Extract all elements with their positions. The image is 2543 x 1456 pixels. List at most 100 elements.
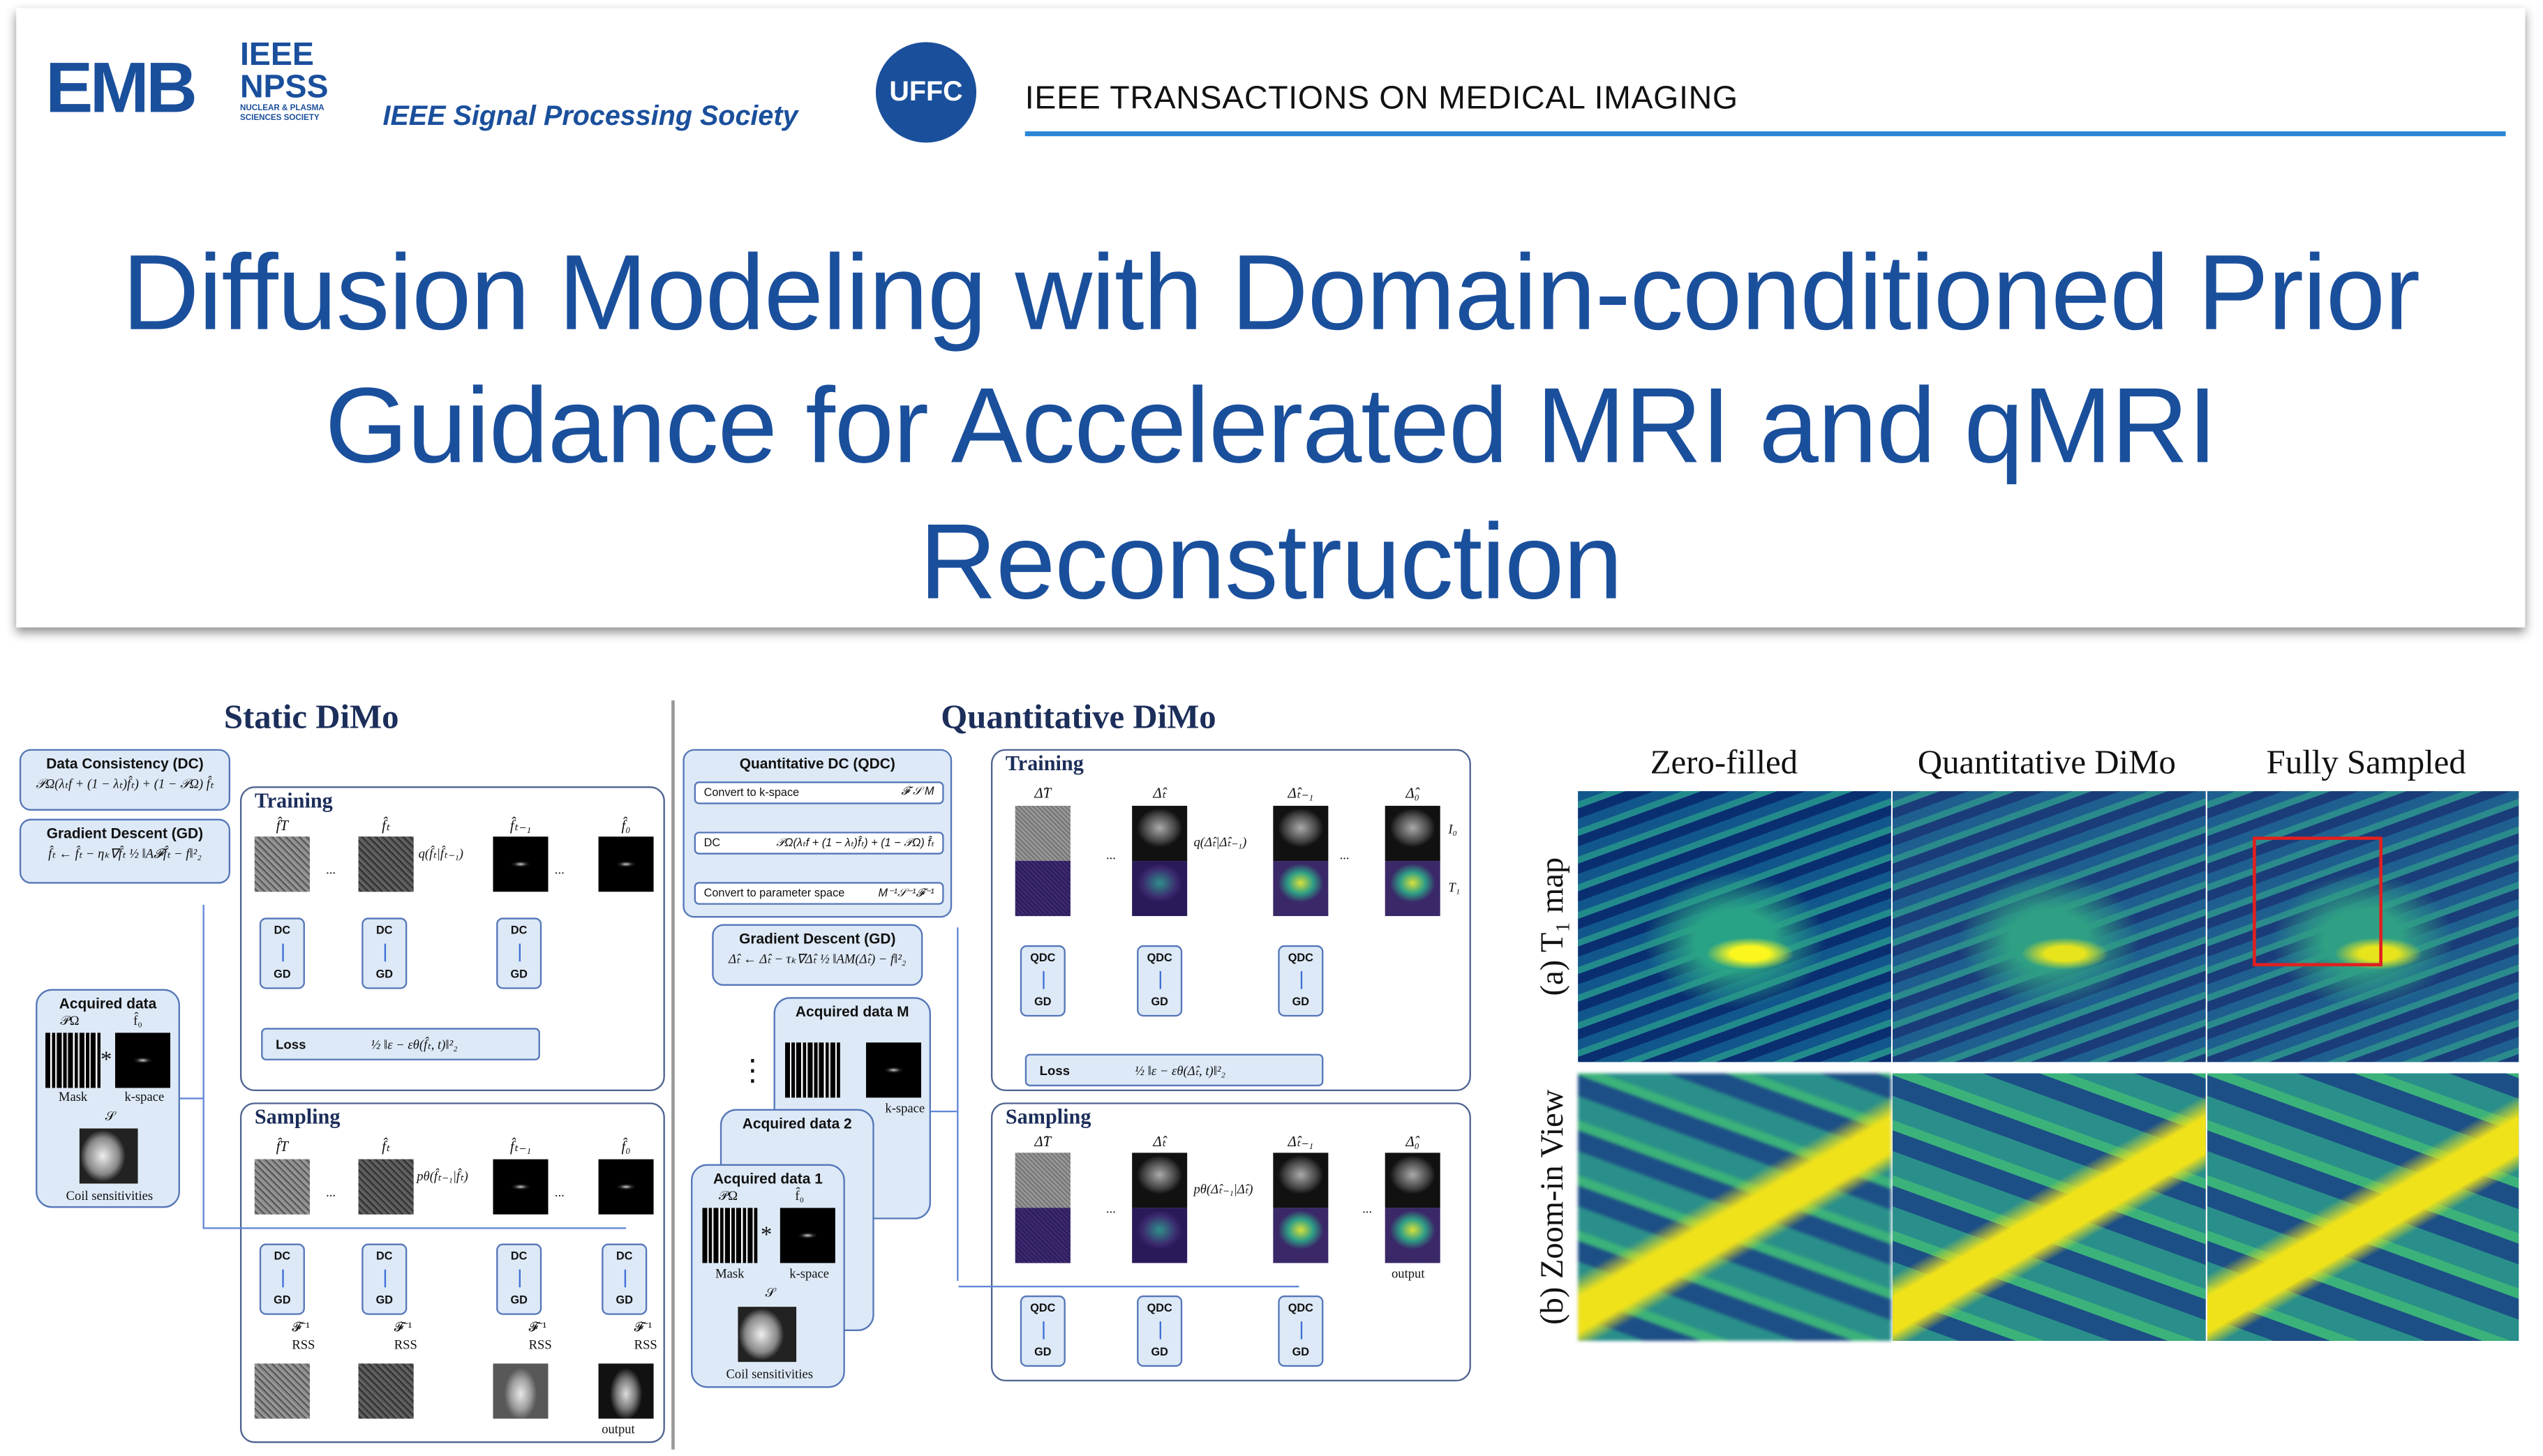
reverse-process-label: pθ(f̂ₜ₋₁|f̂ₜ) bbox=[417, 1169, 468, 1184]
image-t1-pair bbox=[1273, 806, 1329, 917]
intensity-image bbox=[1273, 806, 1329, 862]
acquired-data-label: Acquired data M bbox=[795, 1003, 909, 1020]
reconstruction-image bbox=[254, 1363, 310, 1419]
kspace-caption: k-space bbox=[124, 1089, 165, 1104]
loss-label: Loss bbox=[1039, 1063, 1071, 1078]
mask-symbol: 𝒫Ω bbox=[60, 1013, 80, 1028]
dc-formula: 𝒫Ω(λₜf + (1 − λₜ)f̂ₜ) + (1 − 𝒫Ω) f̂ₜ bbox=[36, 776, 214, 792]
inverse-rss-label: 𝓕⁻¹ RSS bbox=[634, 1318, 657, 1353]
loss-box: Loss ½ ‖ε − εθ(Δ̂ₜ, t)‖²₂ bbox=[1024, 1053, 1324, 1087]
sampling-label: Sampling bbox=[1005, 1104, 1091, 1129]
forward-process-label: q(f̂ₜ|f̂ₜ₋₁) bbox=[418, 846, 463, 862]
kspace-caption: k-space bbox=[789, 1266, 830, 1281]
noise-image bbox=[254, 836, 310, 892]
arrow-icon bbox=[282, 943, 284, 962]
block-label: GD bbox=[616, 1295, 633, 1307]
ellipsis: ... bbox=[326, 862, 336, 878]
ellipsis: ... bbox=[1339, 848, 1350, 863]
ellipsis: ... bbox=[1105, 848, 1116, 863]
sps-logo: IEEE Signal Processing Society bbox=[382, 100, 798, 132]
block-label: GD bbox=[1292, 1347, 1310, 1359]
gd-label: Gradient Descent (GD) bbox=[739, 930, 896, 947]
arrow-icon bbox=[384, 943, 387, 962]
journal-rule bbox=[1024, 131, 2506, 137]
coil-caption: Coil sensitivities bbox=[726, 1367, 813, 1382]
block-label: QDC bbox=[1147, 953, 1172, 965]
column-header-quant-dimo: Quantitative DiMo bbox=[1917, 742, 2176, 782]
kspace-image bbox=[598, 836, 654, 892]
zoom-fully-sampled bbox=[2207, 1073, 2519, 1341]
inverse-rss-text: RSS bbox=[634, 1337, 657, 1353]
mask-symbol: 𝒫Ω bbox=[718, 1188, 738, 1203]
acquired-data-m-box: Acquired data M k-space bbox=[773, 997, 931, 1219]
reconstruction-image bbox=[493, 1363, 549, 1419]
gd-label: Gradient Descent (GD) bbox=[46, 825, 204, 842]
image-label: Δ̂T bbox=[1034, 1133, 1052, 1150]
ellipsis: ... bbox=[1105, 1201, 1116, 1216]
t1-image bbox=[1385, 861, 1440, 917]
loss-label: Loss bbox=[276, 1037, 306, 1052]
step-label: DC bbox=[703, 837, 721, 849]
quant-gd-definition-box: Gradient Descent (GD) Δ̂ₜ ← Δ̂ₜ − τₖ∇Δ̂ₜ… bbox=[712, 924, 923, 986]
block-label: DC bbox=[616, 1252, 633, 1263]
block-label: QDC bbox=[1288, 1303, 1313, 1315]
inverse-rss-text: 𝓕⁻¹ bbox=[292, 1319, 310, 1335]
image-label: Δ̂ₜ bbox=[1153, 784, 1166, 802]
zoom-quant-dimo bbox=[1893, 1073, 2206, 1341]
qdc-definition-box: Quantitative DC (QDC) Convert to k-space… bbox=[683, 749, 953, 918]
arrow-icon bbox=[1159, 1321, 1161, 1339]
kspace-image bbox=[598, 1159, 654, 1215]
image-label: Δ̂₀ bbox=[1405, 1133, 1419, 1150]
header-card bbox=[16, 8, 2526, 628]
intensity-image bbox=[1273, 1153, 1329, 1208]
block-label: GD bbox=[375, 969, 393, 982]
image-t1-pair bbox=[1015, 1153, 1071, 1263]
kspace-caption: k-space bbox=[885, 1100, 925, 1116]
gd-formula: f̂ₜ ← f̂ₜ − ηₖ∇f̂ₜ ½ ‖A𝓕f̂ₜ − f‖²₂ bbox=[48, 846, 202, 862]
training-label: Training bbox=[1005, 751, 1084, 775]
journal-name: IEEE TRANSACTIONS ON MEDICAL IMAGING bbox=[1024, 81, 1738, 117]
arrow-icon bbox=[1159, 971, 1161, 989]
block-label: QDC bbox=[1288, 953, 1313, 965]
t1-image bbox=[1015, 1208, 1071, 1263]
coil-image bbox=[738, 1307, 797, 1363]
block-label: GD bbox=[375, 1295, 393, 1307]
block-label: DC bbox=[376, 1252, 393, 1263]
convolution-symbol: * bbox=[760, 1224, 773, 1249]
gd-formula: Δ̂ₜ ← Δ̂ₜ − τₖ∇Δ̂ₜ ½ ‖AM(Δ̂ₜ) − f‖²₂ bbox=[729, 952, 907, 967]
noise-image bbox=[254, 1159, 310, 1215]
output-image-t1-pair bbox=[1385, 1153, 1440, 1263]
kspace-symbol: f̂₀ bbox=[795, 1188, 805, 1203]
coil-image bbox=[79, 1128, 138, 1184]
reconstruction-image bbox=[358, 1363, 414, 1419]
intensity-image bbox=[1132, 806, 1188, 862]
step-label: Convert to k-space bbox=[703, 787, 800, 799]
row-label-t1-map: (a) T₁ map bbox=[1535, 857, 1571, 996]
image-t1-pair bbox=[1015, 806, 1071, 917]
t1-map-fully-sampled bbox=[2207, 791, 2519, 1063]
inverse-rss-text: 𝓕⁻¹ bbox=[634, 1319, 652, 1335]
image-label: f̂₀ bbox=[621, 1138, 631, 1155]
image-label: Δ̂ₜ bbox=[1153, 1133, 1166, 1150]
sampling-label: Sampling bbox=[254, 1104, 341, 1129]
image-label: f̂T bbox=[276, 817, 289, 834]
mask-caption: Mask bbox=[715, 1266, 745, 1281]
t1-map-quant-dimo bbox=[1893, 791, 2206, 1063]
loss-formula: ½ ‖ε − εθ(Δ̂ₜ, t)‖²₂ bbox=[1135, 1063, 1225, 1078]
npss-subtitle: NUCLEAR & PLASMA SCIENCES SOCIETY bbox=[239, 103, 325, 123]
paper-title-line-2: Guidance for Accelerated MRI and qMRI bbox=[325, 364, 2217, 485]
image-label: f̂ₜ bbox=[382, 817, 391, 834]
uffc-logo: UFFC bbox=[875, 42, 977, 143]
loss-formula: ½ ‖ε − εθ(f̂ₜ, t)‖²₂ bbox=[371, 1037, 458, 1052]
inverse-rss-text: 𝓕⁻¹ bbox=[394, 1319, 412, 1335]
quant-sampling-panel: Sampling Δ̂T Δ̂ₜ Δ̂ₜ₋₁ Δ̂₀ ... pθ(Δ̂ₜ₋₁|… bbox=[958, 1102, 1471, 1382]
block-label: GD bbox=[510, 1295, 528, 1307]
column-header-fully-sampled: Fully Sampled bbox=[2266, 742, 2466, 782]
static-dimo-title: Static DiMo bbox=[223, 697, 399, 737]
